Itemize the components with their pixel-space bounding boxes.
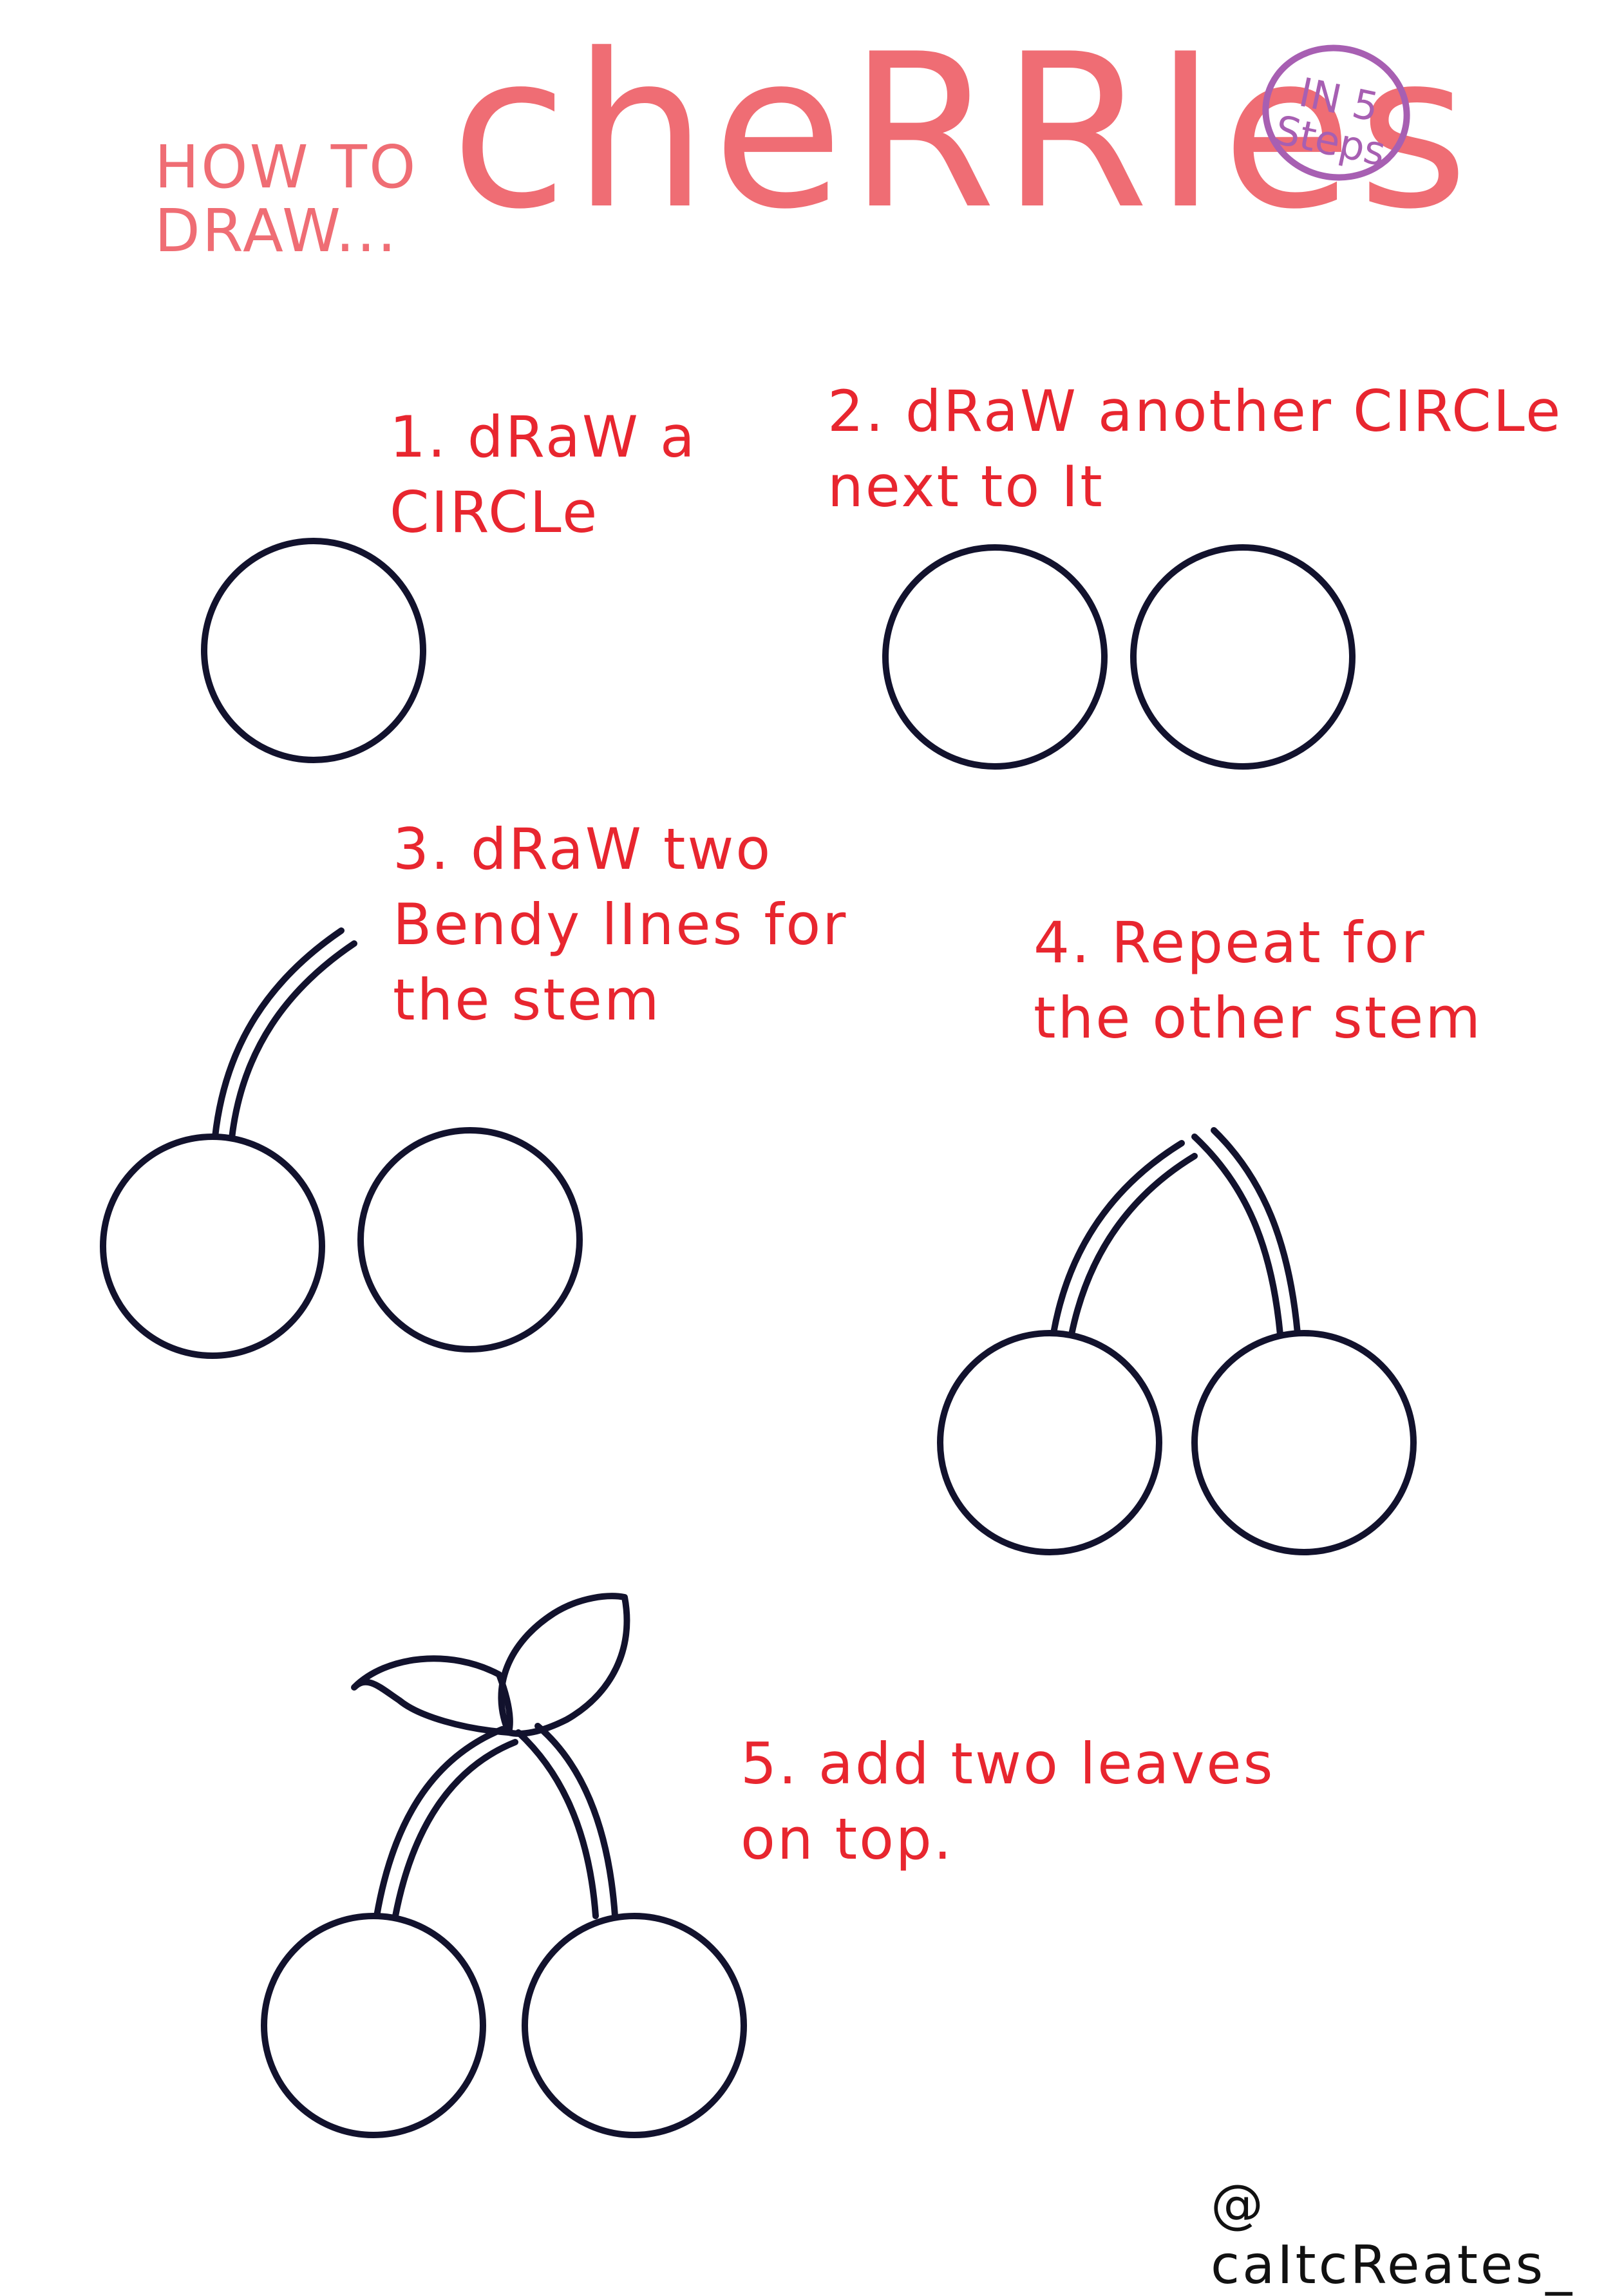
cherry-circle-right-icon <box>522 1913 747 2138</box>
step-4-text: 4. Repeat for the other stem <box>1034 909 1483 1052</box>
stem-line-icon <box>1211 1127 1301 1336</box>
cherry-circle-left-icon <box>882 544 1108 770</box>
step-3-one-stem-drawing <box>100 927 583 1359</box>
stem-line-icon <box>1191 1134 1283 1338</box>
stem-line-icon <box>534 1723 618 1919</box>
cherry-circle-left-icon <box>937 1330 1162 1555</box>
page-title: cheRRIes <box>451 8 1474 256</box>
artist-signature: @ caItcReates_ <box>1211 2174 1575 2296</box>
step-2-text: 2. dRaW another CIRCLe next to It <box>827 378 1563 520</box>
step-1-circle-drawing <box>201 538 426 763</box>
cherry-circle-right-icon <box>1191 1330 1417 1555</box>
how-to-line: HOW TO <box>155 133 418 202</box>
cherry-circle-left-icon <box>261 1913 486 2138</box>
stem-line-icon <box>212 927 345 1140</box>
step-5-text: 5. add two leaves on top. <box>741 1731 1275 1873</box>
stem-line-icon <box>392 1739 518 1919</box>
step-5-cherries-with-leaves-drawing <box>261 1593 747 2138</box>
stem-line-icon <box>229 940 357 1141</box>
cherry-circle-right-icon <box>1130 544 1356 770</box>
cherry-circle-right-icon <box>357 1127 583 1352</box>
how-to-draw-label: HOW TO DRAW... <box>155 135 417 263</box>
step-1-text: 1. dRaW a CIRCLe <box>390 404 697 546</box>
step-4-two-stems-drawing <box>937 1127 1417 1555</box>
stem-line-icon <box>1050 1140 1185 1336</box>
stem-line-icon <box>1068 1153 1198 1338</box>
stem-line-icon <box>515 1729 599 1919</box>
cherry-circle-left-icon <box>100 1134 325 1359</box>
cherry-circle-icon <box>201 538 426 763</box>
draw-line: DRAW... <box>155 196 399 266</box>
right-leaf-icon <box>498 1593 630 1737</box>
step-2-two-circles-drawing <box>882 544 1356 770</box>
stem-line-icon <box>373 1726 506 1919</box>
left-leaf-icon <box>351 1655 513 1736</box>
step-3-text: 3. dRaW two Bendy lInes for the stem <box>393 816 848 1034</box>
